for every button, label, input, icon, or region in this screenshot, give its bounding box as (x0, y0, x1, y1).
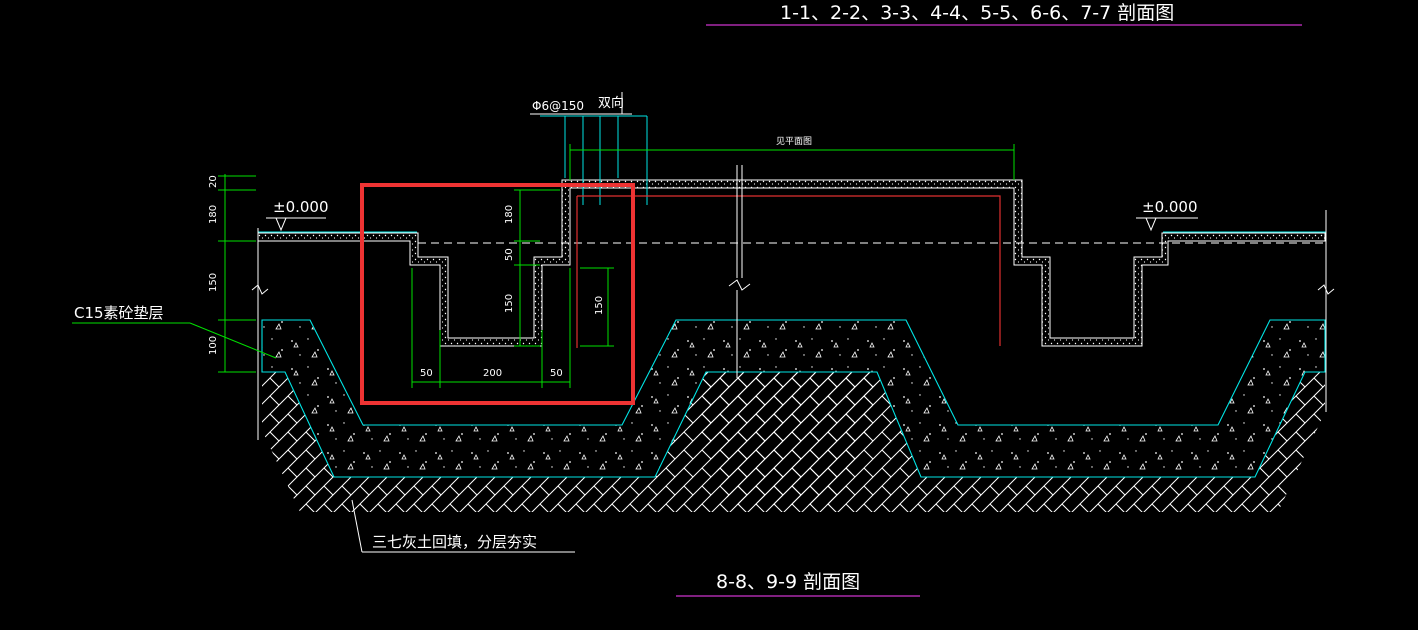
dim-detail-h-1: 50 (420, 368, 433, 379)
elevation-right-text: ±0.000 (1142, 198, 1198, 216)
cyan-outlines (258, 115, 1326, 233)
dim-detail-v-1: 180 (504, 205, 515, 224)
break-line (728, 165, 751, 378)
backfill-callout: 三七灰土回填，分层夯实 (351, 499, 575, 553)
see-plan-text: 见平面图 (776, 136, 812, 147)
cushion-callout: C15素砼垫层 (72, 304, 277, 359)
see-plan-dimension (569, 144, 1015, 180)
dim-detail-v-2: 50 (504, 248, 515, 261)
highlight-box (360, 183, 635, 405)
backfill-label-text: 三七灰土回填，分层夯实 (372, 533, 537, 551)
cushion-label-text: C15素砼垫层 (74, 304, 164, 322)
rebar-annotation: Φ6@150 双向 (530, 92, 632, 115)
elevation-left: ±0.000 (266, 198, 329, 232)
rebar-direction-text: 双向 (598, 95, 624, 111)
dim-left-4: 100 (208, 336, 219, 355)
top-title: 1-1、2-2、3-3、4-4、5-5、6-6、7-7 剖面图 (706, 2, 1302, 26)
left-end (251, 228, 269, 440)
detail-dimensions (411, 189, 614, 388)
dim-detail-v-3: 150 (504, 294, 515, 313)
top-title-text: 1-1、2-2、3-3、4-4、5-5、6-6、7-7 剖面图 (780, 2, 1174, 24)
elevation-right: ±0.000 (1136, 198, 1198, 232)
rebar-lines (576, 195, 1001, 348)
dim-left-2: 180 (208, 205, 219, 224)
bottom-title-text: 8-8、9-9 剖面图 (716, 571, 860, 593)
right-end (1317, 210, 1335, 412)
bottom-title: 8-8、9-9 剖面图 (676, 571, 920, 597)
c15-cushion (261, 319, 1326, 478)
dim-detail-h-2: 200 (483, 368, 502, 379)
left-dimension-chain (218, 174, 256, 373)
dim-left-1: 20 (208, 175, 219, 188)
dim-detail-v-4: 150 (594, 296, 605, 315)
dim-detail-h-3: 50 (550, 368, 563, 379)
dim-left-3: 150 (208, 273, 219, 292)
rebar-spec-text: Φ6@150 (532, 99, 584, 113)
elevation-left-text: ±0.000 (273, 198, 329, 216)
